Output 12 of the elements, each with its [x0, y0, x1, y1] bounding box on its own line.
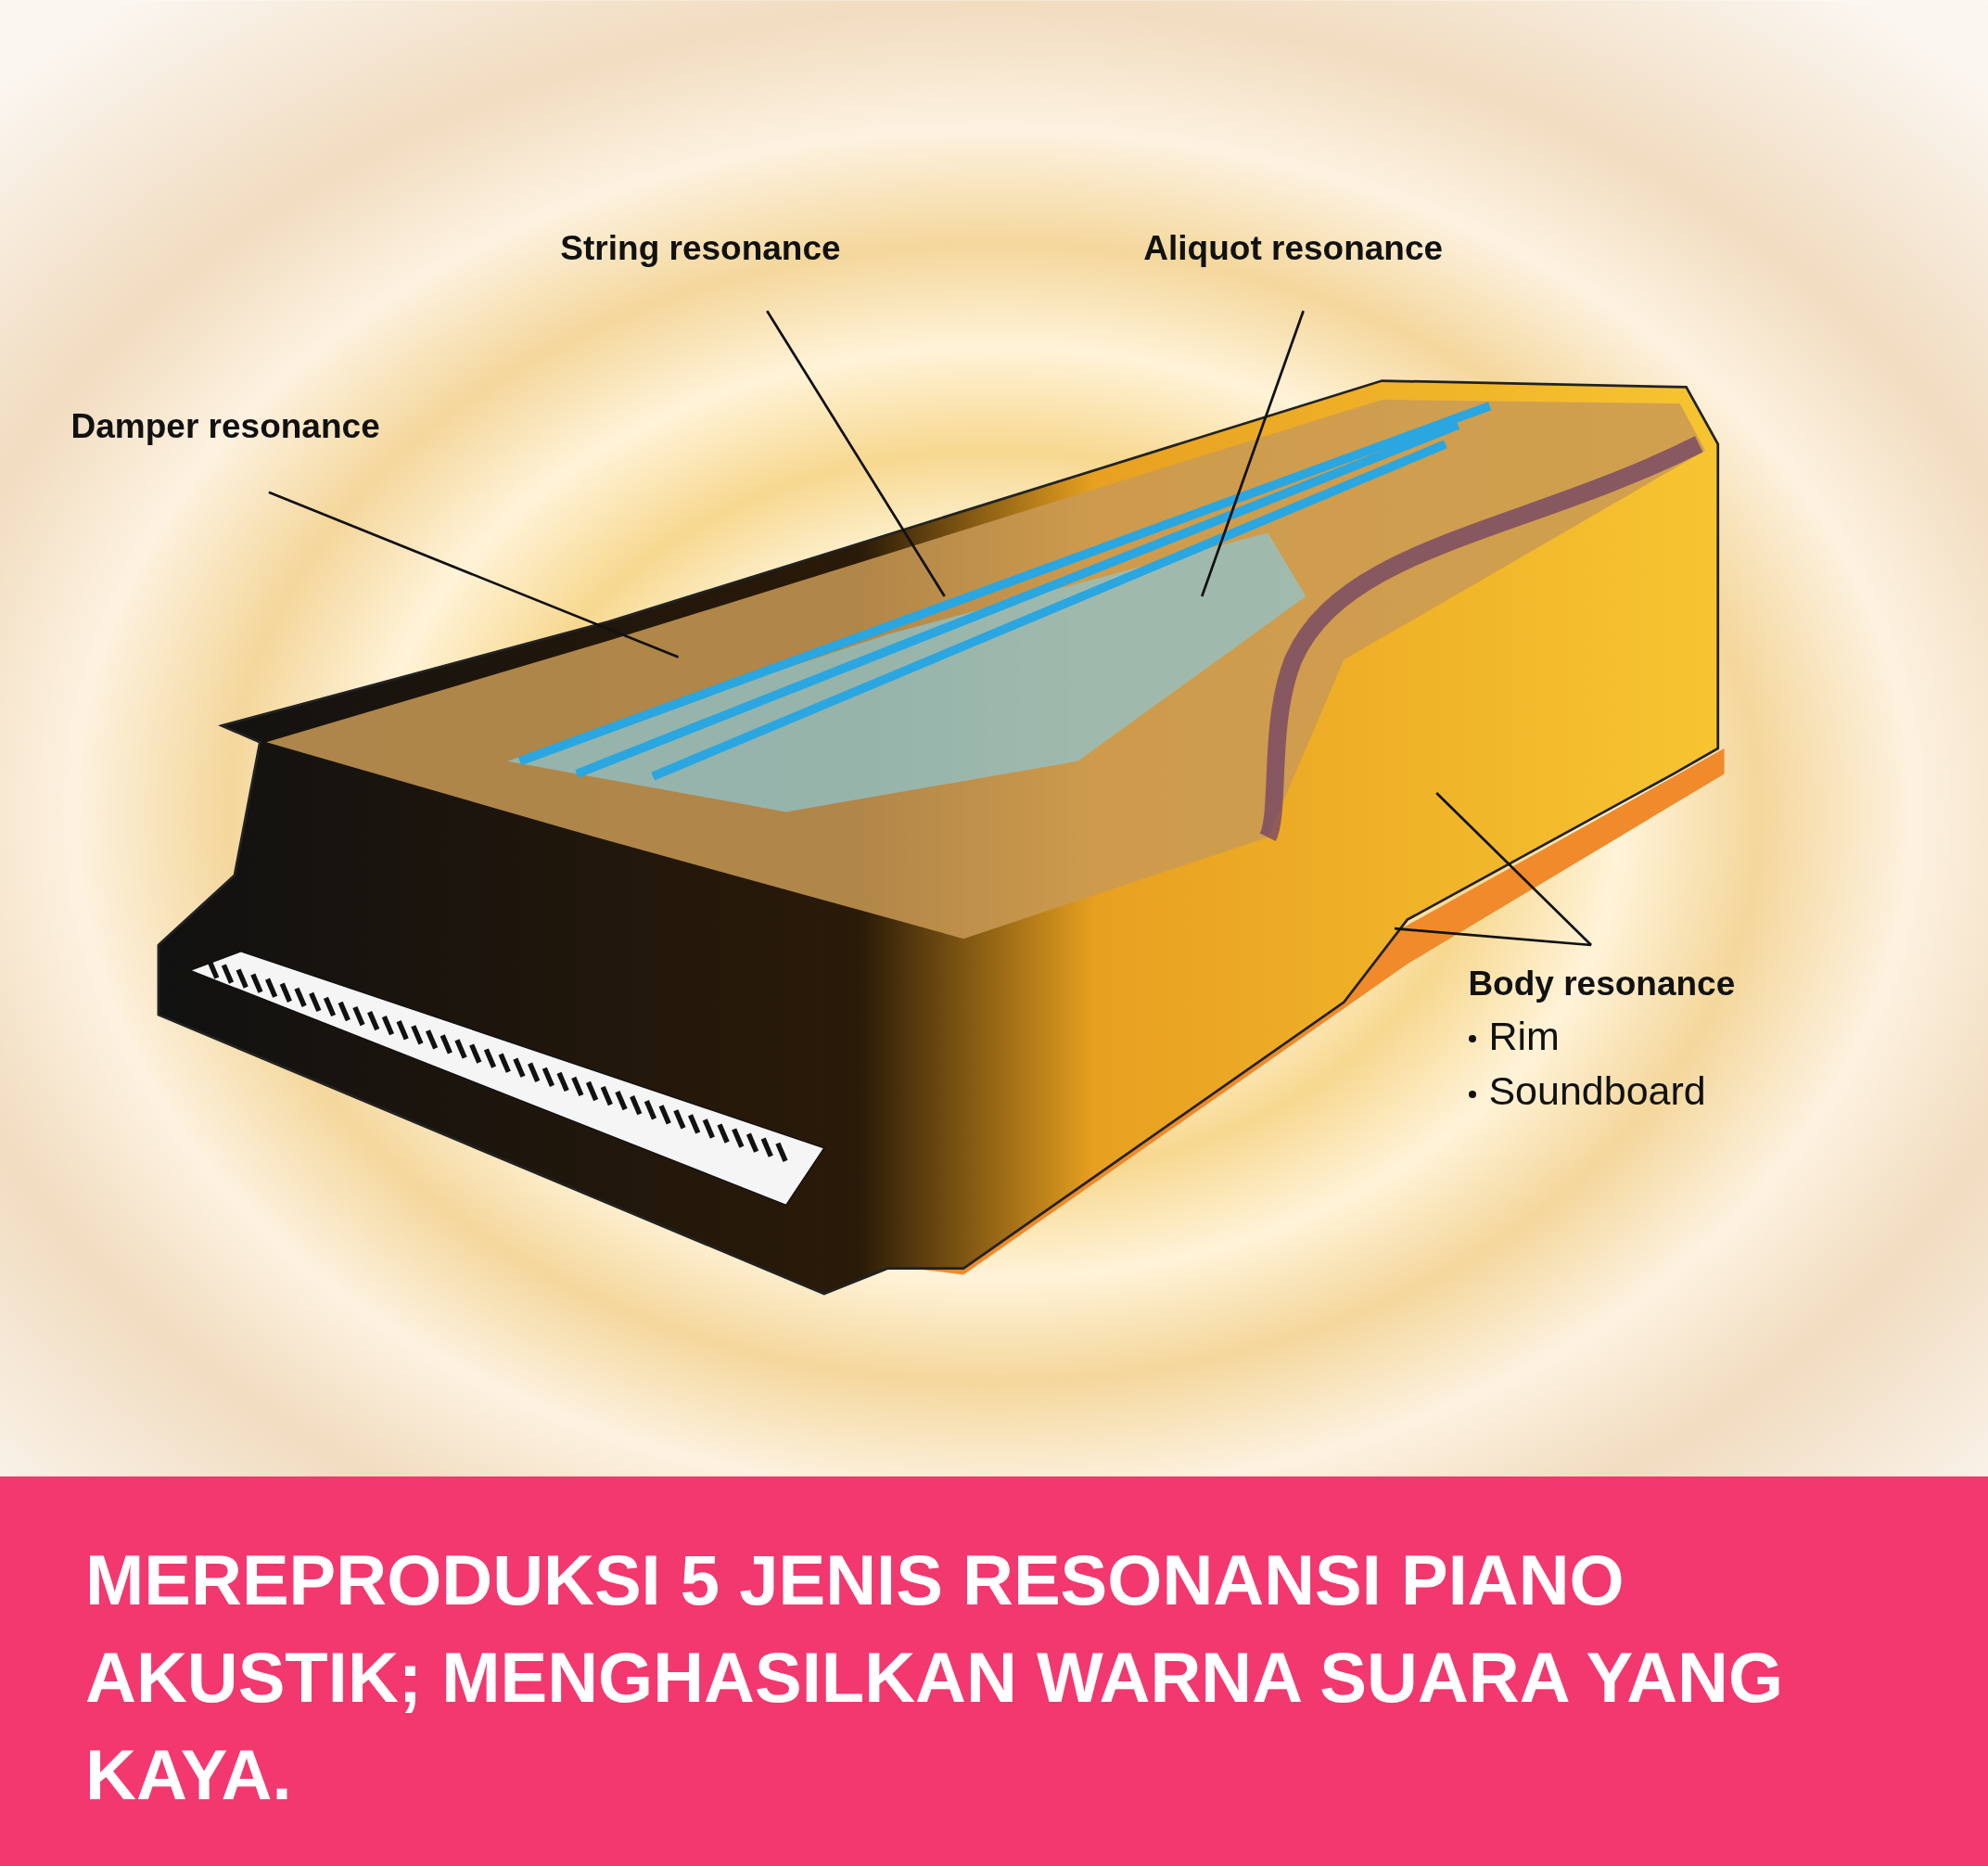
list-item: Soundboard [1488, 1068, 1706, 1114]
leader-line [766, 310, 946, 597]
leader-line [1200, 310, 1305, 597]
leader-line [268, 491, 680, 658]
leader-line [1435, 791, 1592, 946]
callout-label: Body resonance [1468, 964, 1736, 1005]
callout-label: Damper resonance [70, 405, 380, 447]
leader-line [1394, 927, 1592, 947]
caption: MEREPRODUKSI 5 JENIS RESONANSI PIANO AKUSTIK; MENGHASILKAN WARNA SUARA YANG KAYA. [85, 1540, 1785, 1816]
callout-label: Aliquot resonance [1143, 228, 1444, 270]
list-item: Rim [1488, 1013, 1560, 1058]
callout-label: String resonance [560, 228, 841, 270]
